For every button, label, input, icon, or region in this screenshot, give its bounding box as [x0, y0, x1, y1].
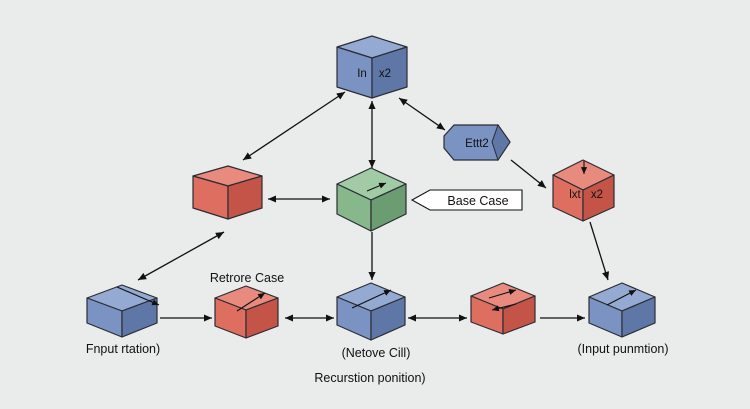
- netove-cill-label: (Netove Cill): [342, 346, 411, 360]
- inner-arrow-bottom-mid-right-b: [491, 303, 517, 312]
- right-mid-node-label-left: lxt: [569, 189, 581, 201]
- cube-right-mid: [552, 159, 615, 222]
- cube-left-mid: [192, 165, 263, 220]
- arrow-left-mid-to-bottom-left: [137, 231, 225, 281]
- arrow-right-upper-to-right-mid: [510, 159, 547, 189]
- cube-center: [336, 167, 407, 232]
- cube-right-face: [502, 295, 536, 335]
- base-case-label: Base Case: [447, 194, 508, 208]
- cube-bottom-mid-right: [470, 282, 536, 335]
- cube-right-face: [121, 297, 158, 338]
- cube-bottom-mid-left: [214, 285, 279, 339]
- hexagon-right-upper-shade: [491, 123, 511, 162]
- recurstion-ponition-label: Recurstion ponition): [314, 371, 425, 385]
- cube-right-face: [621, 296, 656, 338]
- cube-right-face: [245, 297, 279, 339]
- base-case-callout: Base Case: [410, 189, 523, 211]
- cube-top: [336, 35, 408, 99]
- cube-right-face: [370, 296, 406, 341]
- arrow-right-mid-to-bottom-right: [589, 221, 610, 281]
- cube-inner-arrows: [116, 161, 637, 312]
- cube-bottom-center: [336, 282, 406, 341]
- cube-right-face: [582, 174, 615, 222]
- inner-arrow-bottom-left: [116, 286, 160, 306]
- inner-arrow-bottom-right: [606, 289, 637, 306]
- cube-bottom-right: [588, 282, 656, 338]
- inner-arrow-bottom-center: [351, 289, 392, 309]
- inner-arrow-bottom-mid-left: [236, 292, 266, 312]
- inner-arrow-bottom-mid-right-a: [488, 289, 517, 299]
- cube-right-face: [370, 183, 407, 232]
- top-node-label-right: x2: [379, 68, 391, 80]
- input-punmtion-label: (Input punmtion): [577, 342, 668, 356]
- base-case-box: [410, 189, 523, 211]
- arrow-top-to-right-upper: [398, 97, 446, 131]
- right-mid-node-label-right: x2: [591, 189, 603, 201]
- inner-arrow-center: [366, 182, 387, 192]
- cube-right-face: [227, 175, 263, 220]
- connectors: [137, 91, 610, 322]
- arrow-top-to-left-mid: [242, 91, 346, 161]
- right-upper-node-label: Ettt2: [465, 138, 489, 150]
- cube-right-face: [371, 46, 408, 99]
- fnput-rtation-label: Fnput rtation): [86, 342, 160, 356]
- top-node-label-left: In: [357, 68, 367, 80]
- retrore-case-label: Retrore Case: [210, 271, 284, 285]
- cube-bottom-left: [86, 284, 158, 338]
